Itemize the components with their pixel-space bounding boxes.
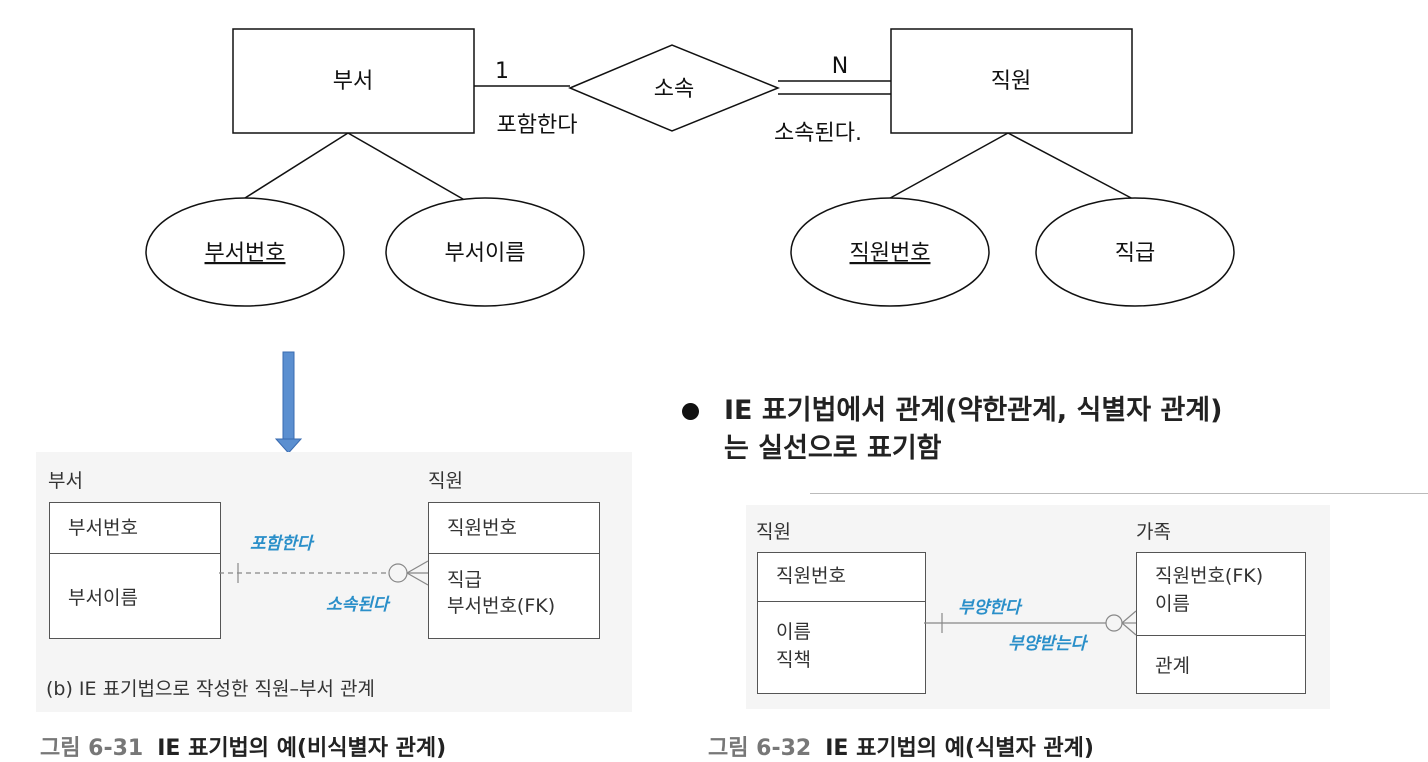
- entity-dept-label: 부서: [333, 69, 373, 94]
- ie1-left-divider: [50, 553, 220, 554]
- ie1-left-key: 부서번호: [68, 517, 138, 539]
- ie1-verb-bottom: 소속된다: [326, 595, 389, 615]
- attr-emp-grade-label: 직급: [1115, 241, 1155, 266]
- ie2-left-attr-2: 직책: [776, 649, 811, 671]
- attr-line-emp-grade: [1007, 132, 1136, 201]
- ie1-right-entity: 직원번호 직급 부서번호(FK): [428, 502, 600, 639]
- ie1-verb-top: 포함한다: [250, 534, 313, 554]
- attr-line-dept-id: [244, 132, 349, 199]
- attr-emp-id-ellipse: [790, 197, 990, 307]
- ie1-relationship-line: [219, 560, 429, 586]
- ie1-right-title: 직원: [428, 470, 463, 492]
- entity-dept-box: [232, 28, 475, 134]
- role-left-label: 포함한다: [497, 113, 578, 138]
- ie1-right-attr-2: 부서번호(FK): [447, 595, 556, 617]
- ie1-left-title: 부서: [48, 470, 83, 492]
- ie1-subcaption: (b) IE 표기법으로 작성한 직원–부서 관계: [46, 678, 375, 700]
- ie1-left-attr-1: 부서이름: [68, 587, 138, 609]
- ie1-right-attr-1: 직급: [447, 569, 482, 591]
- fig1-number: 그림 6-31: [40, 736, 144, 761]
- attr-line-dept-name: [347, 132, 483, 211]
- bullet-line-1: IE 표기법에서 관계(약한관계, 식별자 관계): [724, 395, 1223, 426]
- role-right-label: 소속된다.: [774, 121, 862, 146]
- ie2-left-key: 직원번호: [776, 565, 846, 587]
- ie2-verb-top: 부양한다: [958, 598, 1021, 618]
- figure-caption-2: 그림 6-32 IE 표기법의 예(식별자 관계): [708, 730, 1094, 762]
- bullet-dot-icon: [682, 403, 699, 420]
- relationship-label: 소속: [654, 77, 694, 102]
- attr-emp-grade-ellipse: [1035, 197, 1235, 307]
- entity-emp-box: [890, 28, 1133, 134]
- fig2-text: IE 표기법의 예(식별자 관계): [825, 736, 1094, 761]
- relationship-diamond: [568, 44, 780, 132]
- ie2-right-entity: 직원번호(FK) 이름 관계: [1136, 552, 1306, 694]
- ie2-left-title: 직원: [756, 521, 791, 543]
- cardinality-left: 1: [495, 59, 509, 84]
- attr-line-emp-id: [882, 132, 1009, 203]
- separator-line: [810, 493, 1428, 494]
- attr-dept-id-ellipse: [145, 197, 345, 307]
- ie2-relationship-line: [924, 610, 1137, 636]
- ie2-right-divider: [1137, 635, 1305, 636]
- ie1-left-entity: 부서번호 부서이름: [49, 502, 221, 639]
- down-arrow-icon: [274, 351, 303, 454]
- ie-figure-1: 부서 직원 부서번호 부서이름 직원번호 직급 부서번호(FK) 포함한다 소속…: [36, 452, 632, 712]
- ie2-left-divider: [758, 601, 925, 602]
- fig2-number: 그림 6-32: [708, 736, 812, 761]
- ie2-left-entity: 직원번호 이름 직책: [757, 552, 926, 694]
- cardinality-right: N: [832, 54, 848, 79]
- fig1-text: IE 표기법의 예(비식별자 관계): [157, 736, 447, 761]
- ie2-left-attr-1: 이름: [776, 621, 811, 643]
- ie1-right-key: 직원번호: [447, 517, 517, 539]
- figure-caption-1: 그림 6-31 IE 표기법의 예(비식별자 관계): [40, 730, 446, 762]
- ie2-right-title: 가족: [1136, 521, 1171, 543]
- entity-emp-label: 직원: [991, 69, 1031, 94]
- ie2-verb-bottom: 부양받는다: [1008, 634, 1087, 654]
- bullet-line-2: 는 실선으로 표기함: [724, 433, 942, 464]
- attr-dept-name-label: 부서이름: [445, 241, 526, 266]
- ie2-right-attr-1: 관계: [1155, 655, 1190, 677]
- ie2-right-key-1: 직원번호(FK): [1155, 565, 1264, 587]
- ie-figure-2: 직원 가족 직원번호 이름 직책 직원번호(FK) 이름 관계 부양한다 부양받…: [746, 505, 1330, 709]
- ie2-right-key-2: 이름: [1155, 593, 1190, 615]
- bullet-point: IE 표기법에서 관계(약한관계, 식별자 관계) 는 실선으로 표기함: [682, 392, 1422, 468]
- attr-dept-id-label: 부서번호: [205, 241, 286, 266]
- attr-emp-id-label: 직원번호: [850, 241, 931, 266]
- ie1-right-divider: [429, 553, 599, 554]
- attr-dept-name-ellipse: [385, 197, 585, 307]
